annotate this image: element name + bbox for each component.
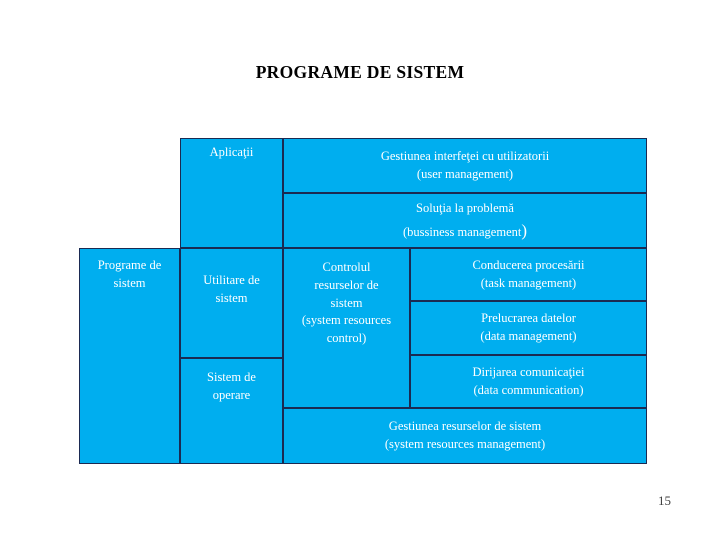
diagram-cell-data-communication[interactable]: Dirijarea comunicaţiei (data communicati… [410,355,647,408]
diagram-cell-user-management[interactable]: Gestiunea interfeţei cu utilizatorii (us… [283,138,647,193]
diagram-cell-data-management[interactable]: Prelucrarea datelor (data management) [410,301,647,355]
diagram-cell-task-management[interactable]: Conducerea procesării (task management) [410,248,647,301]
diagram-cell-aplicatii[interactable]: Aplicaţii [180,138,283,248]
diagram-cell-business-management[interactable]: Soluţia la problemă (bussiness management… [283,193,647,248]
page-title: PROGRAME DE SISTEM [255,62,465,82]
diagram-cell-system-resources-management[interactable]: Gestiunea resurselor de sistem (system r… [283,408,647,464]
system-programs-diagram: Programe de sistem Aplicaţii Utilitare d… [79,138,647,464]
diagram-cell-label: Dirijarea comunicaţiei (data communicati… [472,364,585,397]
diagram-cell-label-line1: Soluţia la problemă [416,201,514,216]
diagram-cell-label-paren: ) [521,220,528,240]
diagram-cell-utilitare-de-sistem[interactable]: Utilitare de sistem [180,248,283,358]
diagram-cell-label: Sistem de operare [207,370,256,402]
diagram-cell-label: Aplicaţii [209,145,254,159]
diagram-cell-label: Soluţia la problemă (bussiness management… [288,197,642,243]
diagram-cell-label: Controlul resurselor de sistem (system r… [301,260,392,345]
diagram-cell-label-line2: (bussiness management [402,224,522,239]
diagram-cell-label: Gestiunea resurselor de sistem (system r… [384,419,546,451]
diagram-cell-label: Prelucrarea datelor (data management) [480,311,577,343]
diagram-cell-label: Utilitare de sistem [203,273,260,305]
page-number: 15 [658,493,671,508]
diagram-cell-label: Gestiunea interfeţei cu utilizatorii (us… [380,148,550,181]
diagram-cell-sistem-de-operare[interactable]: Sistem de operare [180,358,283,464]
diagram-cell-programe-sistem[interactable]: Programe de sistem [79,248,180,464]
diagram-cell-label: Conducerea procesării (task management) [472,257,585,290]
diagram-cell-system-resources-control[interactable]: Controlul resurselor de sistem (system r… [283,248,410,408]
diagram-cell-label: Programe de sistem [97,258,162,290]
